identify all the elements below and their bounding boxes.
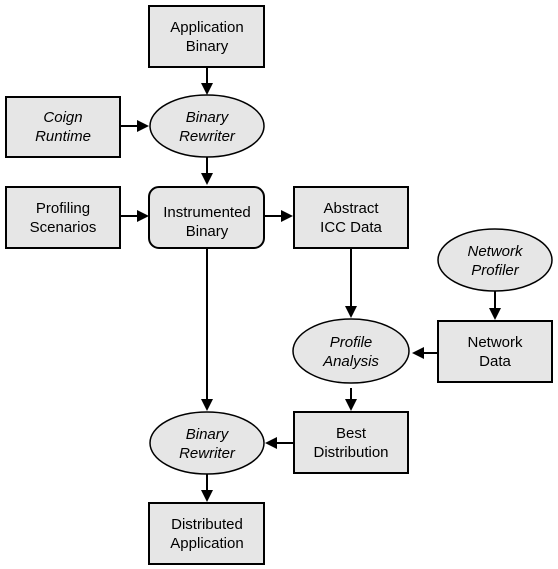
arrow-instrumented-binary-to-abstract-icc-data (265, 210, 293, 222)
node-label-line-1: Application (170, 19, 243, 36)
node-binary-rewriter-top: Binary Rewriter (149, 94, 265, 158)
node-coign-runtime: Coign Runtime (5, 96, 121, 158)
arrow-profiling-scenarios-to-instrumented-binary (121, 210, 149, 222)
arrow-application-binary-to-binary-rewriter (201, 67, 213, 95)
node-label-line-1: Profile (330, 334, 373, 351)
node-label-line-2: Binary (186, 223, 229, 240)
node-label-line-1: Instrumented (163, 204, 251, 221)
node-distributed-application: Distributed Application (148, 502, 265, 565)
connectors (121, 67, 501, 502)
node-network-profiler: Network Profiler (437, 228, 553, 292)
node-profile-analysis: Profile Analysis (292, 318, 410, 384)
node-network-data: Network Data (437, 320, 553, 383)
node-label-line-2: Binary (186, 38, 229, 55)
node-application-binary: Application Binary (148, 5, 265, 68)
node-label-line-1: Binary (186, 109, 230, 126)
arrow-coign-runtime-to-binary-rewriter (121, 120, 149, 132)
node-label-line-2: Rewriter (179, 128, 236, 145)
arrow-network-profiler-to-network-data (489, 290, 501, 320)
arrow-binary-rewriter-to-instrumented-binary (201, 157, 213, 185)
node-label-line-2: Profiler (471, 262, 520, 279)
node-label-line-1: Network (467, 243, 524, 260)
arrow-binary-rewriter-to-distributed-application (201, 474, 213, 502)
node-label-line-1: Binary (186, 426, 230, 443)
node-label-line-1: Profiling (36, 200, 90, 217)
node-label-line-2: Rewriter (179, 445, 236, 462)
node-label-line-2: Application (170, 535, 243, 552)
node-best-distribution: Best Distribution (293, 411, 409, 474)
node-abstract-icc-data: Abstract ICC Data (293, 186, 409, 249)
node-label-line-1: Network (467, 334, 523, 351)
node-label-line-2: Scenarios (30, 219, 97, 236)
arrow-network-data-to-profile-analysis (412, 347, 438, 359)
node-label-line-2: Runtime (35, 128, 91, 145)
node-label-line-1: Best (336, 425, 367, 442)
node-label-line-1: Abstract (323, 200, 379, 217)
arrow-profile-analysis-to-best-distribution (345, 388, 357, 411)
node-label-line-1: Distributed (171, 516, 243, 533)
node-label-line-2: Distribution (313, 444, 388, 461)
node-binary-rewriter-bottom: Binary Rewriter (149, 411, 265, 475)
arrow-best-distribution-to-binary-rewriter (265, 437, 293, 449)
node-label-line-2: Analysis (322, 353, 379, 370)
node-instrumented-binary: Instrumented Binary (148, 186, 265, 249)
arrow-instrumented-binary-to-binary-rewriter (201, 249, 213, 411)
node-label-line-1: Coign (43, 109, 82, 126)
node-label-line-2: Data (479, 353, 511, 370)
arrow-abstract-icc-data-to-profile-analysis (345, 248, 357, 318)
node-profiling-scenarios: Profiling Scenarios (5, 186, 121, 249)
node-label-line-2: ICC Data (320, 219, 382, 236)
